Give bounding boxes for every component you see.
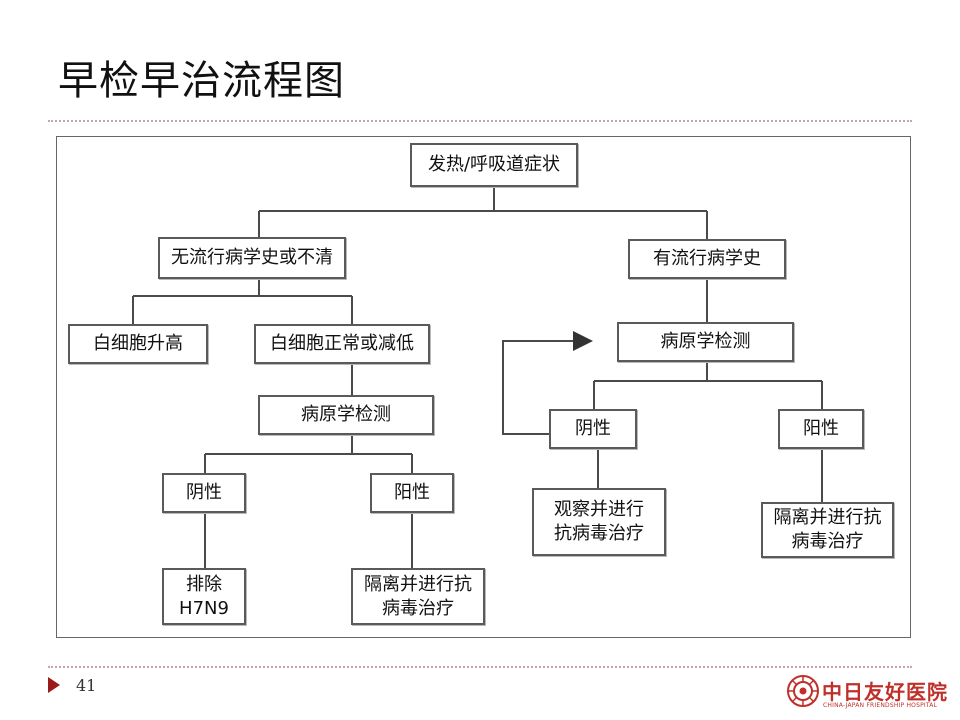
node-right-positive: 阳性 — [778, 409, 864, 449]
flowchart-frame: 发热/呼吸道症状 无流行病学史或不清 白细胞升高 白细胞正常或减低 病原学检测 … — [56, 136, 911, 638]
node-left-isolate-antiviral: 隔离并进行抗 病毒治疗 — [351, 568, 485, 625]
node-root-symptoms: 发热/呼吸道症状 — [410, 143, 578, 187]
node-wbc-normal-or-low: 白细胞正常或减低 — [254, 324, 430, 364]
node-left-negative: 阴性 — [162, 473, 246, 513]
footer-divider — [48, 666, 912, 668]
node-wbc-elevated: 白细胞升高 — [68, 324, 208, 364]
node-exclude-h7n9: 排除 H7N9 — [162, 568, 246, 625]
node-right-pathogen-test: 病原学检测 — [617, 322, 794, 362]
node-observe-antiviral: 观察并进行 抗病毒治疗 — [532, 488, 666, 556]
node-right-negative: 阴性 — [549, 409, 637, 449]
hospital-name-cn: 中日友好医院 — [822, 680, 948, 704]
hospital-name-en: CHINA-JAPAN FRIENDSHIP HOSPITAL — [823, 702, 938, 709]
node-right-isolate-antiviral: 隔离并进行抗 病毒治疗 — [761, 502, 894, 558]
node-no-epidemiological-history: 无流行病学史或不清 — [158, 237, 346, 279]
page-number: 41 — [76, 676, 97, 695]
flowchart-connectors — [132, 187, 823, 568]
node-epidemiological-history: 有流行病学史 — [628, 239, 786, 279]
node-left-pathogen-test: 病原学检测 — [258, 395, 434, 435]
node-left-positive: 阳性 — [370, 473, 454, 513]
feedback-loop-arrow — [502, 331, 593, 435]
title-divider — [48, 120, 912, 122]
play-triangle-icon — [48, 677, 60, 693]
hospital-emblem-icon — [787, 675, 819, 707]
slide-title: 早检早治流程图 — [58, 58, 345, 104]
